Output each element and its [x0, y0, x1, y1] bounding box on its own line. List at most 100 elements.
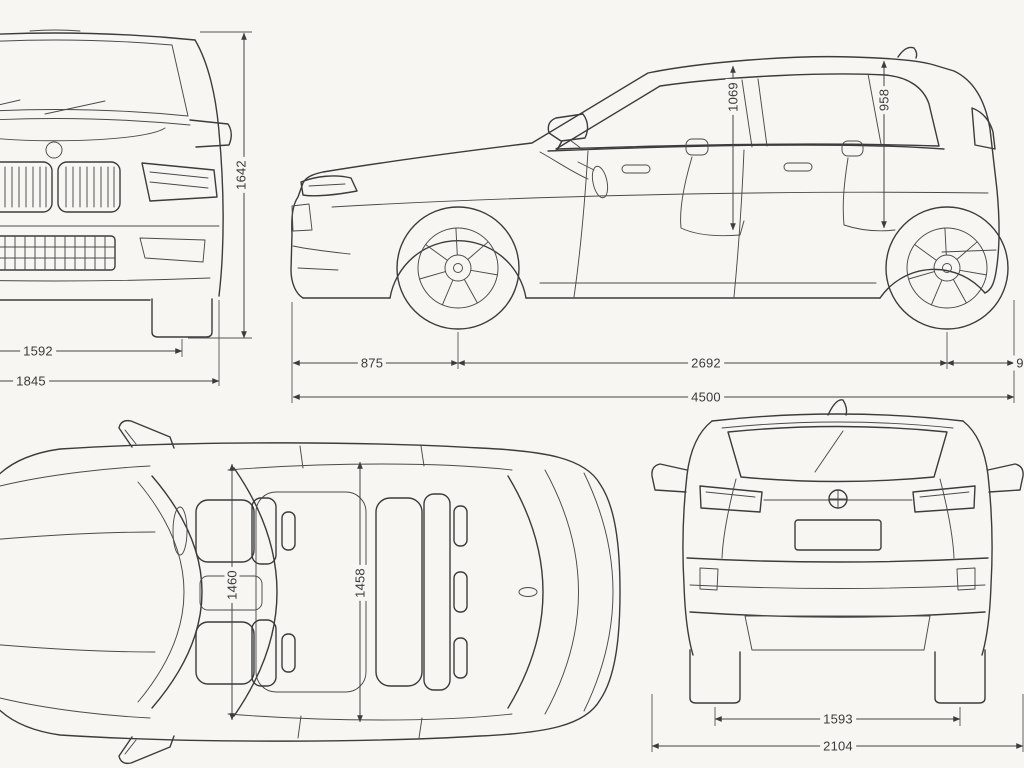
top-body-outline — [0, 442, 621, 742]
front-door-handle — [621, 164, 651, 174]
vent-window — [569, 139, 583, 150]
front-intake — [0, 235, 116, 271]
rear-bumper-lower — [689, 611, 986, 618]
steering-wheel-top — [172, 506, 188, 556]
driver-seat-cushion — [195, 499, 255, 563]
rear-bumper-top — [686, 557, 989, 563]
cowl-arc — [137, 481, 185, 703]
front-lower-lip — [0, 277, 211, 282]
character-line — [331, 191, 989, 208]
rear-view-drawing — [651, 399, 1024, 704]
roof-rear-edge — [544, 469, 579, 715]
rear-mirror-left — [651, 463, 688, 493]
b-pillar — [741, 78, 768, 148]
top-mirror-left — [118, 419, 175, 449]
rear-window — [727, 425, 948, 483]
shark-fin-antenna — [897, 46, 918, 59]
kidney-grille-right — [57, 161, 121, 213]
roof-side-edges — [227, 463, 513, 721]
rear-antenna-fin — [827, 399, 848, 416]
windshield-front-edge — [151, 475, 203, 709]
side-view-drawing — [290, 46, 1009, 330]
c-pillar — [867, 73, 882, 145]
front-windshield — [0, 39, 189, 117]
front-wheel — [396, 206, 520, 330]
extension-lines-side — [291, 300, 1015, 403]
headlight-detail — [149, 171, 209, 189]
side-grille — [291, 203, 313, 232]
front-tire-right — [151, 298, 213, 338]
top-mirror-right-glass — [124, 739, 137, 755]
rear-tire-left — [689, 649, 741, 704]
rear-door-seam — [733, 149, 745, 298]
rear-diffuser — [744, 615, 931, 651]
fender-lines — [0, 465, 151, 719]
dim-label-headroom-rear: 958 — [876, 85, 892, 115]
rear-roundel-cross — [828, 489, 848, 509]
dim-label-front-width: 1845 — [13, 373, 49, 389]
rear-door-handle — [783, 162, 813, 172]
dim-label-front-track: 1592 — [20, 343, 56, 359]
dim-label-wheelbase: 2692 — [688, 355, 724, 371]
passenger-seat-cushion — [195, 621, 255, 685]
side-taillight — [971, 107, 996, 150]
front-view-drawing — [0, 29, 232, 338]
extension-lines-front-widths — [181, 300, 220, 386]
rear-reflectors — [699, 567, 976, 591]
dim-label-length: 4500 — [688, 389, 724, 405]
front-side-intake — [139, 237, 206, 263]
rear-roof — [711, 413, 964, 422]
rear-body-side-left — [682, 420, 713, 656]
rear-bench-back — [423, 493, 451, 691]
tailgate-edge — [583, 472, 614, 712]
door-seams-top — [297, 445, 425, 739]
front-roof-detail — [29, 29, 81, 32]
dimension-lines — [0, 31, 1024, 752]
front-wipers — [0, 99, 106, 115]
dim-label-cabin-width-front: 1460 — [224, 567, 240, 603]
rear-headrest-3 — [453, 637, 468, 679]
rear-window-edge — [507, 475, 544, 709]
rear-headrest-2 — [453, 571, 468, 613]
side-headlight — [300, 175, 358, 197]
steering-wheel — [591, 165, 609, 199]
intake-mesh — [0, 235, 116, 271]
rear-tire-right — [934, 649, 986, 704]
side-bumper-detail — [292, 245, 351, 271]
rear-seat — [842, 157, 896, 232]
rear-spoiler-line — [721, 421, 954, 429]
rear-seat-headrest — [841, 140, 864, 157]
rear-wheel — [885, 206, 1009, 330]
front-body-side-right — [194, 39, 224, 297]
kidney-grille-left — [0, 161, 53, 213]
dim-label-front-height: 1642 — [233, 157, 249, 193]
beltline — [547, 144, 945, 152]
license-plate — [794, 519, 882, 551]
rear-headrest-1 — [453, 505, 468, 547]
front-hood-crease — [0, 127, 166, 142]
passenger-seat-back — [251, 619, 277, 687]
rear-bumper-crease — [941, 249, 997, 253]
headlight-right — [141, 162, 218, 202]
top-mirror-right — [118, 735, 175, 765]
side-glasshouse — [555, 73, 940, 150]
rear-bench-cushion — [375, 497, 423, 687]
front-roundel — [45, 141, 63, 159]
side-body-outline — [290, 55, 1000, 299]
drl-line — [308, 183, 346, 187]
taillight-right — [912, 485, 976, 513]
top-mirror-left-glass — [124, 429, 137, 445]
front-mirror-right — [189, 119, 232, 148]
side-mirror — [547, 113, 589, 151]
dim-label-rear-track: 1593 — [820, 711, 856, 727]
grille-slats — [4, 166, 115, 208]
sunroof — [255, 491, 367, 693]
front-roof — [0, 32, 196, 41]
front-seat-headrest — [685, 138, 709, 156]
dim-label-rear-overhang: 9 — [1013, 355, 1024, 371]
rear-mirror-right — [987, 463, 1024, 493]
top-antenna-fin — [518, 587, 538, 597]
dim-label-headroom-front: 1069 — [725, 79, 741, 115]
